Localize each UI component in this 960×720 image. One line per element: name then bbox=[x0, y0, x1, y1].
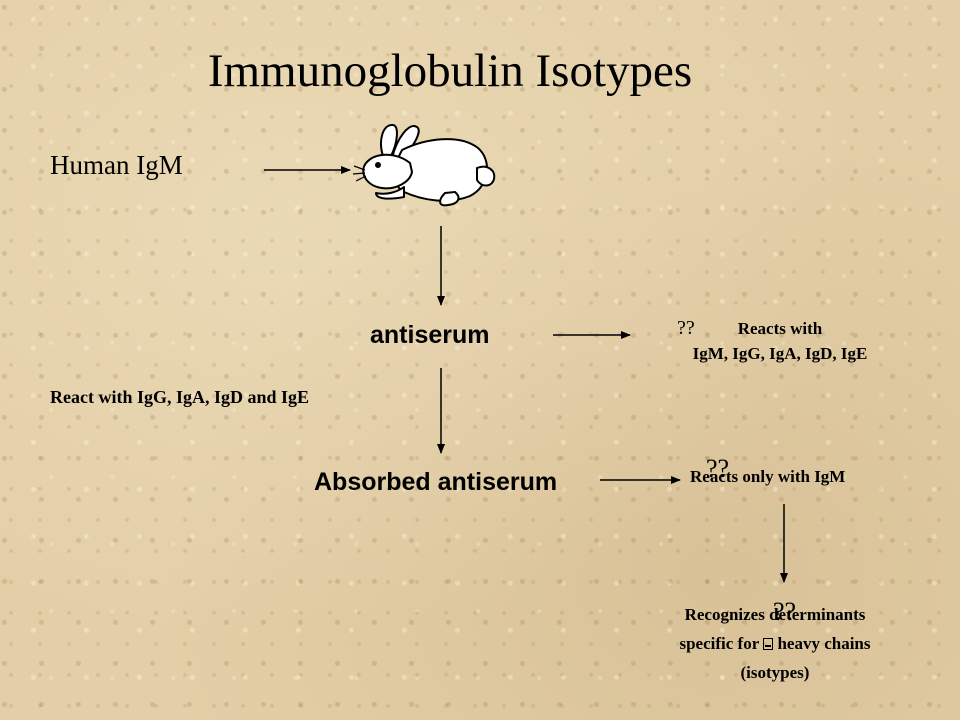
missing-glyph-icon bbox=[763, 638, 774, 650]
question-mark-1: ?? bbox=[677, 317, 695, 339]
question-mark-2: ?? bbox=[706, 454, 730, 483]
reacts-with-line2: IgM, IgG, IgA, IgD, IgE bbox=[692, 344, 868, 363]
human-igm-label: Human IgM bbox=[50, 150, 183, 180]
recognizes-line2-post: heavy chains bbox=[773, 634, 871, 653]
recognizes-block: Recognizes determinants specific for hea… bbox=[620, 600, 930, 687]
recognizes-line2: specific for heavy chains bbox=[620, 629, 930, 658]
rabbit-icon bbox=[352, 124, 496, 207]
reacts-with-line1: Reacts with bbox=[737, 319, 823, 338]
recognizes-line1: Recognizes determinants bbox=[684, 605, 866, 624]
react-with-label: React with IgG, IgA, IgD and IgE bbox=[50, 387, 310, 407]
reacts-with-block: Reacts with IgM, IgG, IgA, IgD, IgE bbox=[655, 316, 905, 366]
antiserum-label: antiserum bbox=[370, 321, 490, 349]
recognizes-line2-pre: specific for bbox=[679, 634, 764, 653]
slide-title: Immunoglobulin Isotypes bbox=[207, 45, 693, 97]
reacts-only-label: Reacts only with IgM bbox=[690, 467, 846, 486]
absorbed-antiserum-label: Absorbed antiserum bbox=[314, 468, 558, 496]
question-mark-3: ?? bbox=[773, 597, 797, 626]
recognizes-line3: (isotypes) bbox=[740, 663, 810, 682]
